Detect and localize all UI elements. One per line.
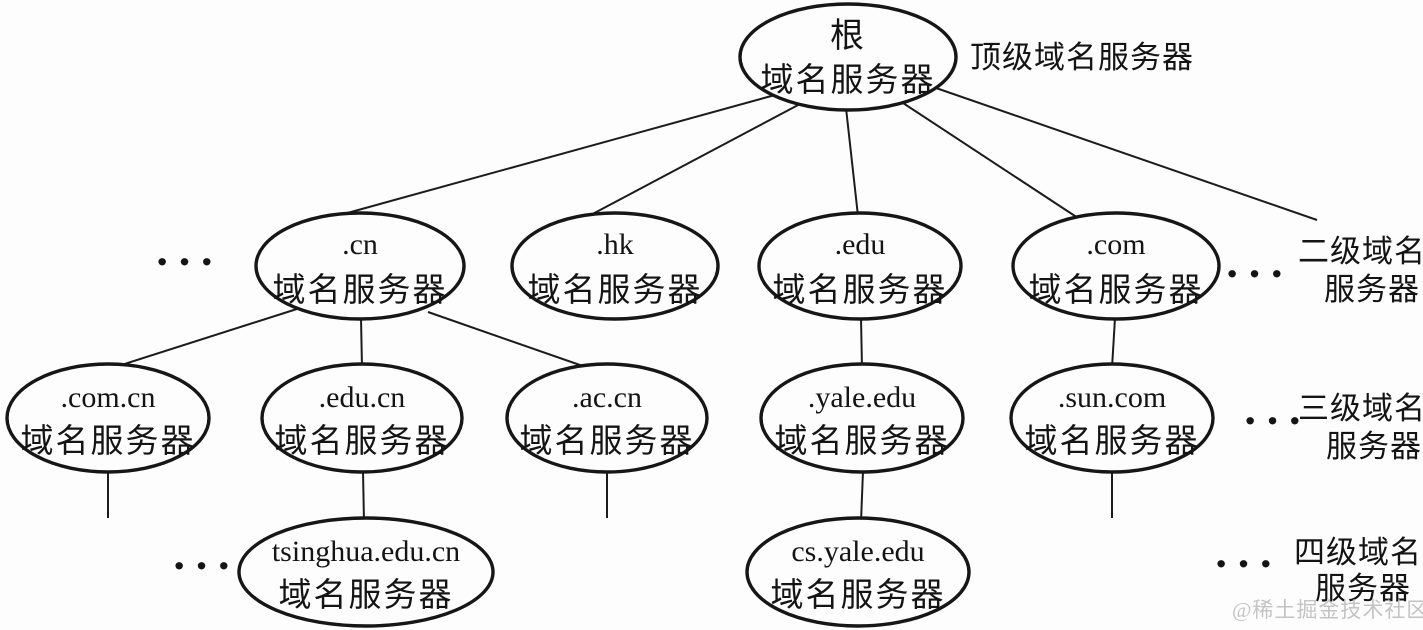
node-edu-name: .edu [835, 228, 886, 261]
node-yale-edu: .yale.edu 域名服务器 [759, 362, 965, 474]
node-root-ellipse [738, 2, 958, 112]
watermark: @稀土掘金技术社区 [1232, 598, 1423, 622]
node-cn: .cn 域名服务器 [254, 211, 466, 321]
label-second-level: 二级域名 服务器 [1298, 234, 1423, 307]
node-cn-name: .cn [342, 228, 378, 261]
node-com-name: .com [1086, 228, 1145, 261]
node-com-cn-suffix: 域名服务器 [21, 423, 196, 460]
node-yale-edu-name: .yale.edu [808, 381, 916, 414]
edge-cn-educn [360, 317, 363, 369]
label-third-level-line2: 服务器 [1326, 429, 1422, 464]
node-com-cn-name: .com.cn [61, 381, 156, 414]
label-second-level-line1: 二级域名 [1298, 234, 1423, 269]
node-ac-cn-name: .ac.cn [572, 381, 642, 414]
node-yale-edu-ellipse [759, 362, 965, 474]
node-com: .com 域名服务器 [1011, 211, 1221, 321]
node-tsinghua-edu-cn: tsinghua.edu.cn 域名服务器 [237, 516, 495, 628]
label-fourth-level-line1: 四级域名 [1294, 535, 1422, 570]
node-ac-cn-suffix: 域名服务器 [520, 423, 695, 460]
node-edu-cn-ellipse [260, 362, 464, 474]
label-top-level: 顶级域名服务器 [970, 40, 1194, 75]
node-hk-suffix: 域名服务器 [528, 272, 703, 309]
node-tsinghua-edu-cn-ellipse [237, 516, 495, 628]
edge-com-suncom [1111, 317, 1116, 369]
node-edu-ellipse [757, 211, 963, 321]
edge-educn-tsinghua [362, 470, 365, 523]
edge-root-com [902, 102, 1079, 219]
node-sun-com: .sun.com 域名服务器 [1009, 362, 1215, 474]
node-root-suffix: 域名服务器 [761, 62, 936, 99]
label-second-level-line2: 服务器 [1324, 272, 1420, 307]
node-root-name: 根 [830, 18, 866, 55]
edge-root-edu [845, 107, 859, 217]
ellipsis-level4-right: ··· [1213, 538, 1280, 589]
edge-cn-accn [427, 311, 601, 373]
edge-yaleedu-csyale [860, 470, 864, 523]
node-com-cn-ellipse [5, 362, 211, 474]
ellipsis-level2-left: ··· [154, 236, 221, 287]
node-sun-com-name: .sun.com [1058, 381, 1166, 414]
edge-edu-yaleedu [860, 317, 863, 369]
node-ac-cn-ellipse [505, 362, 709, 474]
node-hk: .hk 域名服务器 [510, 211, 720, 321]
node-edu-cn: .edu.cn 域名服务器 [260, 362, 464, 474]
ellipsis-level2-right: ··· [1224, 248, 1291, 299]
ellipsis-level4-left: ··· [171, 540, 238, 591]
node-cn-suffix: 域名服务器 [273, 272, 448, 309]
label-top-level-text: 顶级域名服务器 [970, 40, 1194, 75]
node-cs-yale-edu-ellipse [745, 516, 971, 628]
edges [107, 87, 1318, 523]
node-com-cn: .com.cn 域名服务器 [5, 362, 211, 474]
label-third-level: 三级域名 服务器 [1298, 391, 1423, 464]
node-edu-cn-name: .edu.cn [319, 381, 406, 414]
node-cs-yale-edu-suffix: 域名服务器 [771, 577, 946, 614]
node-com-ellipse [1011, 211, 1221, 321]
node-edu: .edu 域名服务器 [757, 211, 963, 321]
node-ac-cn: .ac.cn 域名服务器 [505, 362, 709, 474]
ellipsis-level3-right: ··· [1242, 395, 1309, 446]
node-hk-name: .hk [596, 228, 634, 261]
node-cn-ellipse [254, 211, 466, 321]
label-third-level-line1: 三级域名 [1298, 391, 1423, 426]
edge-root-hk [584, 103, 801, 219]
node-com-suffix: 域名服务器 [1029, 272, 1204, 309]
node-edu-suffix: 域名服务器 [773, 272, 948, 309]
edge-root-more [935, 87, 1318, 221]
edge-cn-comcn [111, 307, 301, 369]
node-tsinghua-edu-cn-name: tsinghua.edu.cn [272, 535, 460, 568]
node-hk-ellipse [510, 211, 720, 321]
node-yale-edu-suffix: 域名服务器 [775, 423, 950, 460]
label-fourth-level-line2: 服务器 [1315, 571, 1411, 606]
node-sun-com-ellipse [1009, 362, 1215, 474]
node-edu-cn-suffix: 域名服务器 [275, 423, 450, 460]
label-fourth-level: 四级域名 服务器 [1294, 535, 1422, 606]
node-sun-com-suffix: 域名服务器 [1025, 423, 1200, 460]
node-cs-yale-edu: cs.yale.edu 域名服务器 [745, 516, 971, 628]
edge-root-cn [321, 94, 776, 221]
node-tsinghua-edu-cn-suffix: 域名服务器 [279, 577, 454, 614]
node-cs-yale-edu-name: cs.yale.edu [791, 535, 924, 568]
node-root: 根 域名服务器 [738, 2, 958, 112]
